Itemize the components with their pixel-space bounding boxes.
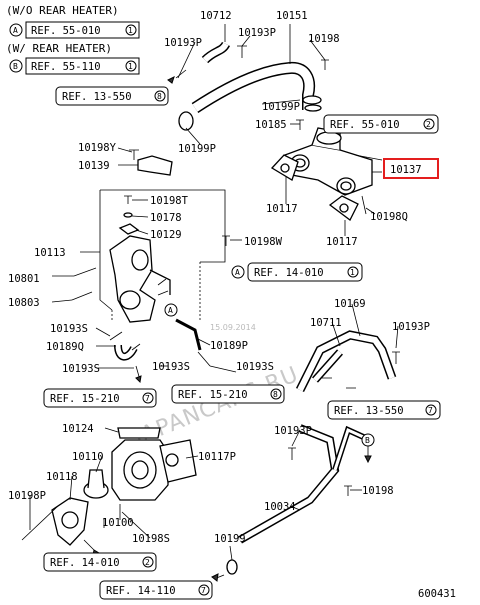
diagram-code: 600431: [418, 588, 456, 600]
part-10193p-b[interactable]: 10193P: [238, 27, 276, 39]
part-10117-b[interactable]: 10117: [326, 236, 358, 248]
variant-b-label: B: [13, 62, 18, 71]
part-10803[interactable]: 10803: [8, 297, 40, 309]
part-10113[interactable]: 10113: [34, 247, 66, 259]
part-10117-a[interactable]: 10117: [266, 203, 298, 215]
part-10193s-a[interactable]: 10193S: [50, 323, 88, 335]
part-10198t[interactable]: 10198T: [150, 195, 189, 207]
ref-55-010-mid[interactable]: [323, 114, 439, 134]
part-10711[interactable]: 10711: [310, 317, 342, 329]
ref-14-110-bot-text: REF. 14-110: [106, 585, 176, 597]
header-ref-55-010-page: 1: [128, 26, 133, 35]
highlight-box-10137: [383, 158, 439, 179]
part-10178[interactable]: 10178: [150, 212, 182, 224]
part-10137[interactable]: 10137: [390, 164, 422, 176]
ref-13-550-right-page: 7: [428, 406, 433, 415]
header-ref-55-110-box[interactable]: [25, 57, 140, 75]
ref-15-210-left-page: 7: [145, 394, 150, 403]
ref-14-110-bot[interactable]: [99, 580, 213, 600]
header-ref-55-110-page: 1: [128, 62, 133, 71]
part-10198-bot[interactable]: 10198: [362, 485, 394, 497]
header-ref-55-010-box[interactable]: [25, 21, 140, 39]
ref-14-010-top[interactable]: [247, 262, 363, 282]
part-10193s-c[interactable]: 10193S: [152, 361, 190, 373]
ref-55-010-mid-text: REF. 55-010: [330, 119, 400, 131]
part-10198q[interactable]: 10198Q: [370, 211, 408, 223]
ref-15-210-mid-text: REF. 15-210: [178, 389, 248, 401]
part-10193s-d[interactable]: 10193S: [236, 361, 274, 373]
ref-13-550-top-text: REF. 13-550: [62, 91, 132, 103]
part-10110[interactable]: 10110: [72, 451, 104, 463]
variant-a-label: A: [13, 26, 18, 35]
part-10185[interactable]: 10185: [255, 119, 287, 131]
part-10199[interactable]: 10199: [214, 533, 246, 545]
ref-15-210-mid-page: 8: [273, 390, 278, 399]
part-10189q[interactable]: 10189Q: [46, 341, 84, 353]
ref-14-110-bot-page: 7: [201, 586, 206, 595]
header-with-rear-heater: (W/ REAR HEATER): [6, 42, 112, 55]
ref-14-010-top-marker-label: A: [235, 268, 240, 277]
ref-14-010-bot[interactable]: [43, 552, 157, 572]
ref-14-010-bot-text: REF. 14-010: [50, 557, 120, 569]
part-10189p[interactable]: 10189P: [210, 340, 248, 352]
part-10151[interactable]: 10151: [276, 10, 308, 22]
ref-15-210-mid[interactable]: [171, 384, 285, 404]
ref-14-010-bot-page: 2: [145, 558, 150, 567]
part-10198s[interactable]: 10198S: [132, 533, 170, 545]
variant-b-marker: [9, 59, 23, 73]
part-10193p-a[interactable]: 10193P: [164, 37, 202, 49]
part-10139[interactable]: 10139: [78, 160, 110, 172]
variant-a-marker: [9, 23, 23, 37]
ref-15-210-left[interactable]: [43, 388, 157, 408]
part-10198w[interactable]: 10198W: [244, 236, 283, 248]
part-10034[interactable]: 10034: [264, 501, 296, 513]
marker-a-label: A: [168, 306, 173, 315]
o-ring-10199p-left: [178, 111, 194, 131]
part-10199p-mid[interactable]: 10199P: [178, 143, 216, 155]
ref-15-210-left-text: REF. 15-210: [50, 393, 120, 405]
bracket-10139: [137, 155, 173, 176]
header-ref-55-010: REF. 55-010: [31, 25, 101, 37]
ref-14-010-top-text: REF. 14-010: [254, 267, 324, 279]
ref-13-550-right[interactable]: [327, 400, 441, 420]
ref-13-550-top-page: 8: [157, 92, 162, 101]
part-10193p-bot[interactable]: 10193P: [274, 425, 312, 437]
part-10124[interactable]: 10124: [62, 423, 94, 435]
ref-14-010-top-marker: [231, 265, 245, 279]
part-10100[interactable]: 10100: [102, 517, 134, 529]
part-10712[interactable]: 10712: [200, 10, 232, 22]
part-10169[interactable]: 10169: [334, 298, 366, 310]
ref-55-010-mid-page: 2: [426, 120, 431, 129]
marker-b-label: B: [365, 436, 370, 445]
part-10129[interactable]: 10129: [150, 229, 182, 241]
part-10199p-top[interactable]: 10199P: [262, 101, 300, 113]
o-ring-10199p-top: [302, 95, 322, 105]
gasket-10124: [117, 427, 161, 439]
part-10198y[interactable]: 10198Y: [78, 142, 117, 154]
part-10198p[interactable]: 10198P: [8, 490, 46, 502]
marker-a-circle: [164, 303, 178, 317]
ref-13-550-right-text: REF. 13-550: [334, 405, 404, 417]
watermark-date: 15.09.2014: [210, 323, 256, 332]
ref-14-010-top-page: 1: [350, 268, 355, 277]
part-10193s-b[interactable]: 10193S: [62, 363, 100, 375]
part-10117p[interactable]: 10117P: [198, 451, 236, 463]
ref-13-550-top[interactable]: [55, 86, 169, 106]
part-10193p-r[interactable]: 10193P: [392, 321, 430, 333]
part-10801[interactable]: 10801: [8, 273, 40, 285]
header-ref-55-110: REF. 55-110: [31, 61, 101, 73]
header-without-rear-heater: (W/O REAR HEATER): [6, 4, 119, 17]
part-10198-top[interactable]: 10198: [308, 33, 340, 45]
part-10118[interactable]: 10118: [46, 471, 78, 483]
